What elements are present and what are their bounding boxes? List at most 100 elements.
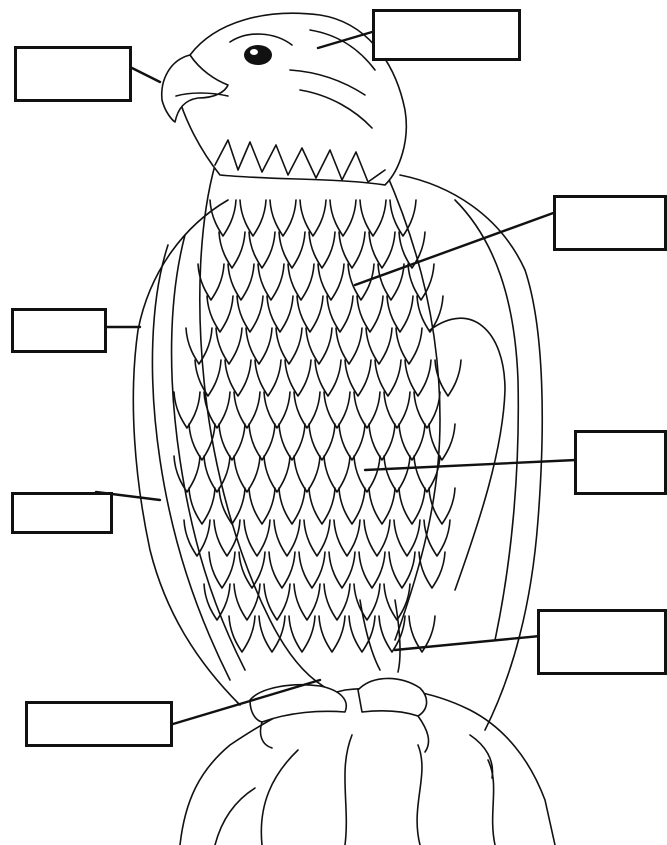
feather (389, 552, 415, 588)
feather (354, 584, 380, 620)
feather (315, 360, 341, 396)
feather (209, 552, 235, 588)
feather (240, 200, 266, 236)
label-box-neck-feathers[interactable] (553, 195, 667, 251)
feather (366, 328, 392, 364)
feather (354, 392, 380, 428)
feather (288, 264, 314, 300)
label-box-leg[interactable] (537, 609, 667, 675)
feather (279, 424, 305, 460)
feather (237, 296, 263, 332)
feather (294, 392, 320, 428)
feather (234, 392, 260, 428)
feather (294, 584, 320, 620)
feather (399, 232, 425, 268)
feather (396, 328, 422, 364)
label-box-wing-lower[interactable] (11, 492, 113, 534)
feather (234, 456, 260, 492)
feather (399, 488, 425, 524)
feather (336, 328, 362, 364)
feather (399, 424, 425, 460)
feather (204, 392, 230, 428)
feather (258, 264, 284, 300)
feather (219, 424, 245, 460)
feather (276, 328, 302, 364)
feather (225, 360, 251, 396)
leg (360, 600, 380, 670)
feather (384, 456, 410, 492)
left-wing-inner (152, 245, 230, 680)
feather (216, 328, 242, 364)
feather (364, 520, 390, 556)
feather (174, 392, 200, 428)
feather (249, 488, 275, 524)
left-wing-outline (133, 200, 240, 705)
feather (198, 264, 224, 300)
feather (219, 488, 245, 524)
feather (270, 200, 296, 236)
claw (470, 735, 493, 778)
feather (259, 616, 285, 652)
feather (405, 360, 431, 396)
feather (318, 264, 344, 300)
feather (267, 296, 293, 332)
leader-breast (365, 460, 576, 470)
feather (324, 392, 350, 428)
feather (195, 360, 221, 396)
rock-crack (215, 788, 255, 845)
breast-feathers (174, 200, 461, 652)
feather (255, 360, 281, 396)
feather (204, 584, 230, 620)
feather (334, 520, 360, 556)
feather (249, 424, 275, 460)
rock-crack (488, 760, 495, 845)
feather (306, 328, 332, 364)
feather (299, 552, 325, 588)
feather (274, 520, 300, 556)
feather (354, 456, 380, 492)
feather (329, 552, 355, 588)
feather (297, 296, 323, 332)
feather (264, 392, 290, 428)
feather (184, 520, 210, 556)
feather (357, 296, 383, 332)
talon-right (358, 678, 427, 716)
feather (269, 552, 295, 588)
feather (330, 200, 356, 236)
feather (324, 456, 350, 492)
talon-left (250, 685, 346, 722)
label-box-beak[interactable] (14, 46, 132, 102)
label-box-head[interactable] (372, 9, 521, 61)
feather (279, 232, 305, 268)
feather (189, 488, 215, 524)
feather (375, 360, 401, 396)
feather (339, 488, 365, 524)
label-box-wing-top[interactable] (11, 308, 107, 353)
feather (369, 488, 395, 524)
label-box-talons[interactable] (25, 701, 173, 747)
feather (359, 552, 385, 588)
feather (246, 328, 272, 364)
feather (360, 200, 386, 236)
feather (210, 200, 236, 236)
feather (186, 328, 212, 364)
feather (394, 520, 420, 556)
feather (390, 200, 416, 236)
feather (339, 232, 365, 268)
claw (260, 722, 272, 748)
label-box-breast[interactable] (574, 430, 667, 495)
feather (429, 488, 455, 524)
feather (384, 392, 410, 428)
feather (319, 616, 345, 652)
feather (387, 296, 413, 332)
feather (419, 552, 445, 588)
feather (324, 584, 350, 620)
feather (309, 488, 335, 524)
feather (345, 360, 371, 396)
feather (285, 360, 311, 396)
feather (300, 200, 326, 236)
feather (214, 520, 240, 556)
eye-icon (244, 45, 272, 65)
feather (309, 424, 335, 460)
